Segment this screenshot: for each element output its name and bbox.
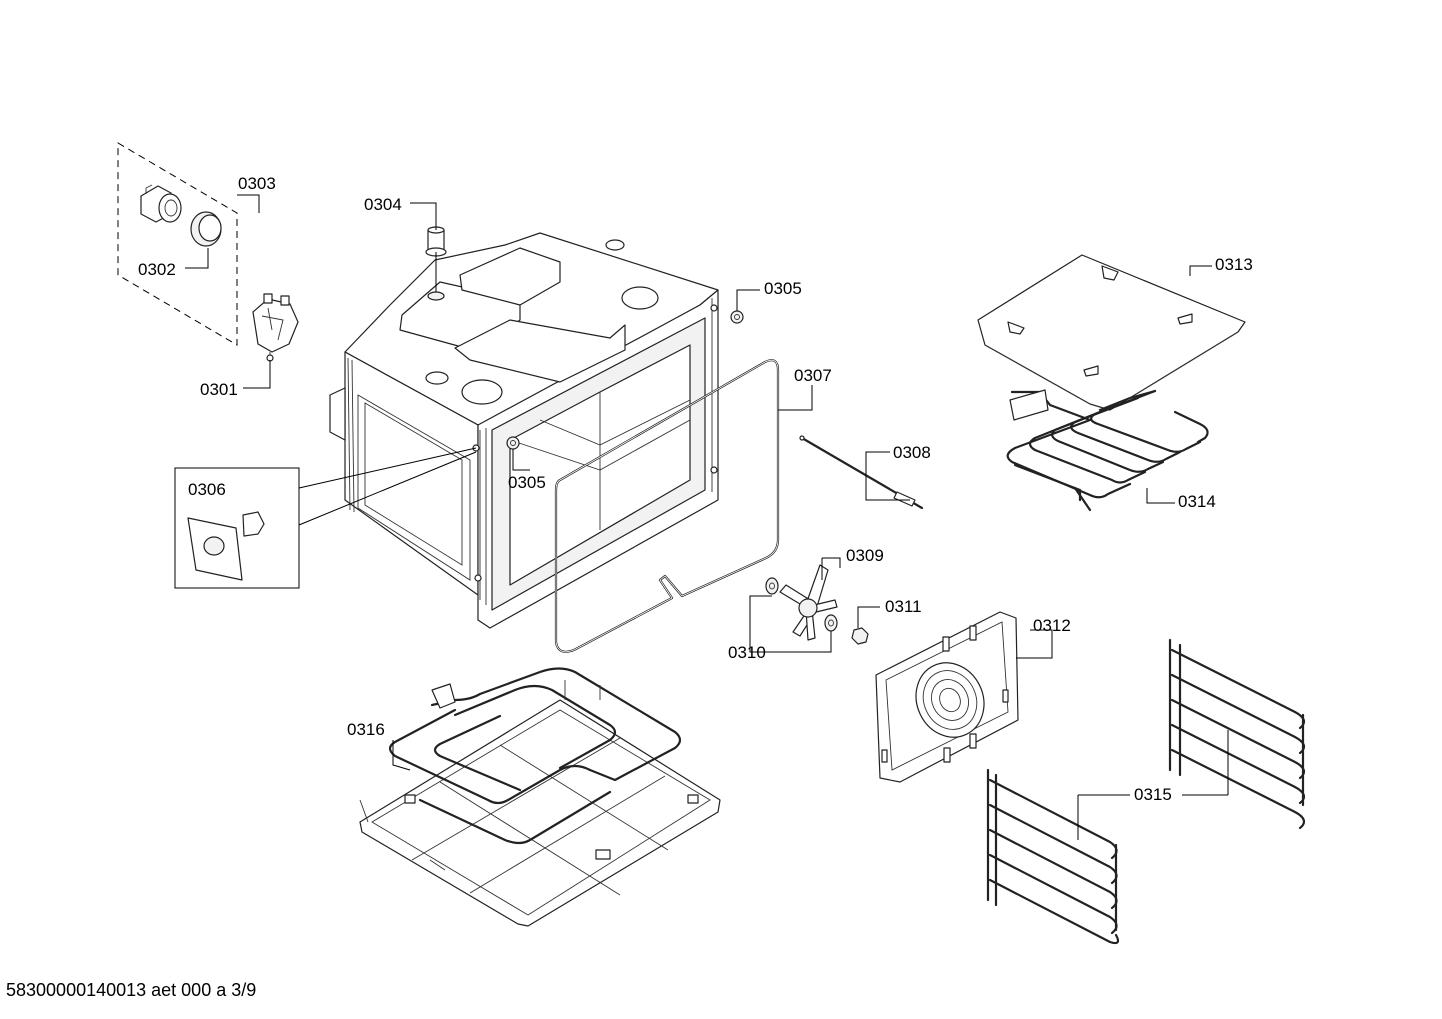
label-0313: 0313 [1215, 255, 1253, 274]
document-number: 58300000140013 aet 000 a 3/9 [6, 980, 257, 1000]
nut-part-lower [506, 436, 520, 450]
fan-nut-part [824, 614, 838, 632]
label-0308: 0308 [893, 443, 931, 462]
fan-motor-part [252, 293, 299, 362]
label-0316: 0316 [347, 720, 385, 739]
bottom-heater-tray [359, 699, 721, 927]
detail-inset-0306 [174, 447, 477, 589]
label-0305-lower: 0305 [508, 473, 546, 492]
shelf-support-right [1168, 638, 1306, 830]
bottom-heating-element [388, 667, 682, 845]
label-0311: 0311 [885, 597, 922, 616]
lamp-socket-part [140, 184, 182, 223]
nut-part-upper [730, 310, 744, 324]
top-heater-cover-part [977, 254, 1246, 411]
label-0309: 0309 [846, 546, 884, 565]
label-0312: 0312 [1033, 616, 1071, 635]
temperature-sensor-part [799, 435, 924, 510]
top-heating-element [1006, 389, 1209, 512]
label-0310: 0310 [728, 643, 766, 662]
label-0307: 0307 [794, 366, 832, 385]
label-0305-upper: 0305 [764, 279, 802, 298]
label-0306: 0306 [188, 480, 226, 499]
label-0302: 0302 [138, 260, 176, 279]
fan-washer-part [765, 577, 779, 595]
lamp-assembly-group [117, 142, 299, 362]
label-0303: 0303 [238, 174, 276, 193]
fan-cap-part [851, 627, 869, 645]
shelf-support-left [986, 768, 1120, 945]
lamp-cover-part [190, 211, 222, 247]
rear-fan-cover-part [875, 611, 1019, 783]
label-0315: 0315 [1134, 785, 1172, 804]
label-0304: 0304 [364, 195, 402, 214]
leader-lines [185, 194, 1229, 840]
door-seal-gasket [554, 359, 780, 653]
label-0314: 0314 [1178, 492, 1216, 511]
callout-labels: 0303 0302 0301 0304 0305 0305 0306 0307 … [138, 174, 1253, 804]
label-0301: 0301 [200, 380, 238, 399]
oven-cavity-housing [329, 232, 719, 629]
